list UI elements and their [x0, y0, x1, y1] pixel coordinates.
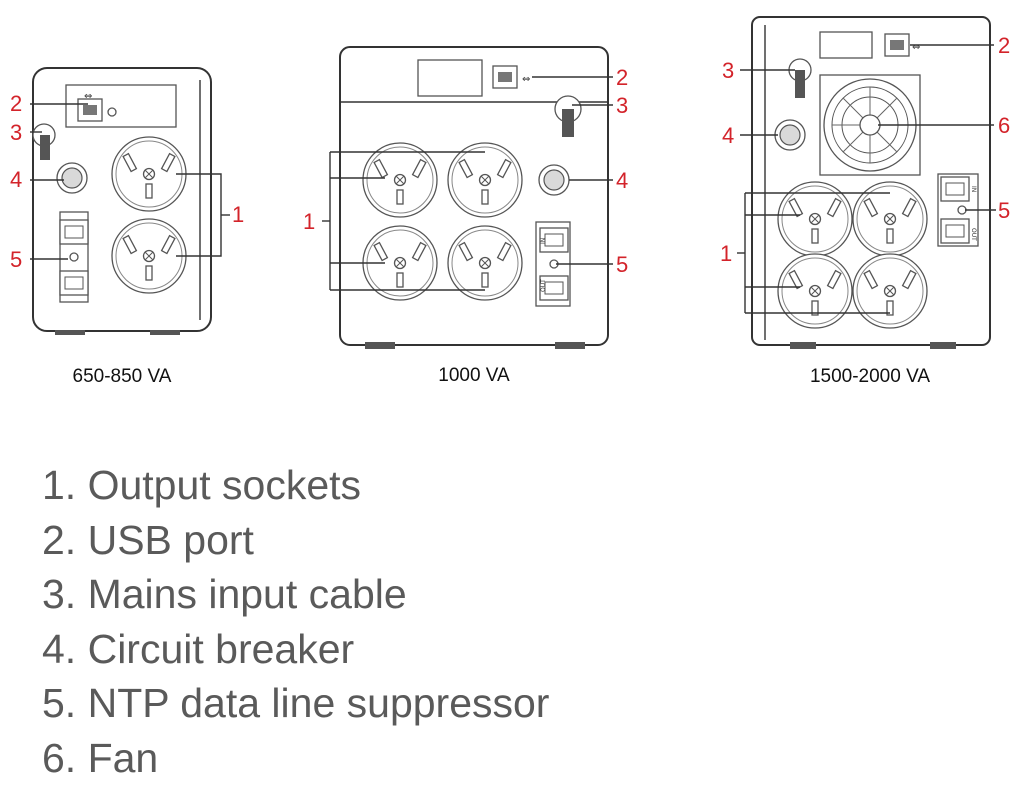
- callout-3: 3: [10, 120, 22, 145]
- mains-input-cable-icon: [32, 123, 56, 160]
- svg-text:⇔: ⇔: [912, 42, 920, 53]
- ups-1500-2000va: ⇔ IN OUT: [720, 16, 1010, 387]
- usb-port-icon: [884, 33, 910, 57]
- callout-2: 2: [998, 33, 1010, 58]
- model-caption: 1000 VA: [438, 365, 510, 386]
- callout-5: 5: [616, 252, 628, 277]
- callout-4: 4: [722, 123, 734, 148]
- callout-3: 3: [722, 58, 734, 83]
- mains-input-cable-icon: [554, 95, 582, 137]
- legend-item: 5. NTP data line suppressor: [42, 680, 550, 726]
- output-socket-icon: [111, 136, 187, 212]
- callout-6: 6: [998, 113, 1010, 138]
- legend-item: 4. Circuit breaker: [42, 625, 355, 672]
- ups-650-850va: ⇔ 2 3 4 5 1 650-850 VA: [10, 67, 244, 387]
- circuit-breaker-icon: [774, 119, 806, 151]
- output-socket-icon: [111, 218, 187, 294]
- callout-1: 1: [303, 209, 315, 234]
- ups-rear-panel-diagram: ⇔ 2 3 4 5 1 650-850 VA: [10, 16, 1010, 387]
- output-socket-icon: [447, 225, 523, 301]
- port-out-label: OUT: [970, 228, 977, 241]
- output-socket-icon: [447, 142, 523, 218]
- data-line-suppressor-icon: [59, 211, 89, 303]
- port-out-label: OUT: [540, 279, 547, 292]
- callout-4: 4: [10, 167, 22, 192]
- model-caption: 1500-2000 VA: [810, 366, 930, 387]
- component-legend: 1. Output sockets 2. USB port 3. Mains i…: [42, 458, 549, 785]
- legend-item: 1. Output sockets: [42, 462, 362, 508]
- port-in-label: IN: [970, 186, 977, 192]
- output-socket-icon: [777, 253, 853, 329]
- legend-item: 2. USB port: [42, 516, 254, 563]
- usb-port-icon: [492, 65, 518, 89]
- callout-5: 5: [10, 247, 22, 272]
- svg-text:⇔: ⇔: [84, 91, 92, 102]
- model-caption: 650-850 VA: [73, 366, 172, 387]
- legend-item: 3. Mains input cable: [42, 571, 407, 617]
- callout-2: 2: [10, 91, 22, 116]
- ups-1000va: ⇔ IN OUT 1 2 3 4 5 1000 VA: [303, 46, 628, 386]
- circuit-breaker-icon: [538, 164, 570, 196]
- legend-item: 6. Fan: [42, 734, 159, 781]
- port-in-label: IN: [540, 238, 547, 244]
- callout-1: 1: [232, 202, 244, 227]
- svg-text:⇔: ⇔: [522, 74, 530, 85]
- callout-3: 3: [616, 93, 628, 118]
- output-socket-icon: [852, 253, 928, 329]
- callout-1: 1: [720, 241, 732, 266]
- usb-port-icon: [77, 98, 103, 122]
- callout-5: 5: [998, 198, 1010, 223]
- callout-4: 4: [616, 168, 628, 193]
- callout-2: 2: [616, 65, 628, 90]
- circuit-breaker-icon: [56, 162, 88, 194]
- output-socket-icon: [362, 142, 438, 218]
